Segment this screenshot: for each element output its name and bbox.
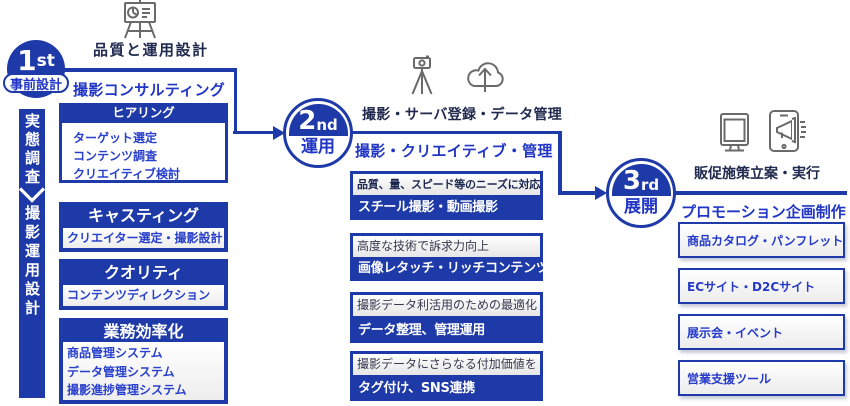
chevron-down-icon [19, 187, 45, 203]
stage2-box-1-label: 品質、量、スピード等のニーズに対応 [353, 174, 540, 195]
hearing-items: ターゲット選定 コンテンツ調査 クリエイティブ検討 [59, 123, 228, 183]
quality-title: クオリティ [103, 263, 184, 282]
stage3-caption: 販促施策立案・実行 [694, 166, 820, 182]
stage2-box-3: 撮影データ利活用のための最適化 データ整理、管理運用 [350, 292, 543, 343]
stage1-badge-number: 1 [17, 44, 37, 77]
arrow-to-stage3 [595, 186, 607, 200]
stage2-box-4-label: 撮影データにさらなる付加価値を [353, 354, 540, 375]
camera-tripod-icon [402, 55, 442, 97]
stage2-heading: 撮影・クリエイティブ・管理 [355, 142, 553, 160]
ribbon-bottom-label: 撮影運用設計 [23, 205, 41, 319]
stage3-heading: プロモーション企画制作 [681, 203, 846, 221]
connector-2-to-3 [558, 191, 600, 195]
stage1-badge-suffix: st [36, 50, 55, 71]
stage2-box-4: 撮影データにさらなる付加価値を タグ付け、SNS連携 [350, 351, 543, 401]
stage3-box-4: 営業支援ツール [678, 360, 845, 396]
stage2-box-2-value: 画像レタッチ・リッチコンテンツ [358, 261, 549, 276]
presentation-board-icon [118, 0, 162, 40]
ribbon-top-label: 実態調査 [23, 113, 41, 187]
quality-line: コンテンツディレクション [67, 288, 211, 302]
stage3-box-2: ECサイト・D2Cサイト [678, 268, 845, 304]
stage2-badge-number: 2 [298, 106, 317, 137]
hearing-item: ターゲット選定 [73, 131, 158, 145]
stage2-badge-name: 運用 [301, 137, 335, 157]
stage1-badge-name: 事前設計 [3, 73, 69, 93]
stage2-box-4-value: タグ付け、SNS連携 [358, 381, 475, 396]
smartphone-megaphone-icon [764, 108, 816, 154]
stage1-caption: 品質と運用設計 [93, 41, 209, 59]
efficiency-title: 業務効率化 [103, 322, 184, 341]
stage2-box-2: 高度な技術で訴求力向上 画像レタッチ・リッチコンテンツ [350, 233, 549, 281]
efficiency-line: データ管理システム [67, 364, 175, 379]
stage3-box-1: 商品カタログ・パンフレット [678, 222, 845, 258]
casting-box: キャスティング クリエイター選定・撮影設計 [59, 202, 228, 252]
stage2-badge-suffix: nd [316, 115, 338, 134]
stage2-box-2-label: 高度な技術で訴求力向上 [353, 236, 540, 257]
stage2-box-3-label: 撮影データ利活用のための最適化 [353, 295, 540, 316]
efficiency-line: 撮影進捗管理システム [67, 383, 187, 397]
stage2-box-1: 品質、量、スピード等のニーズに対応 スチール撮影・動画撮影 [350, 171, 543, 220]
connector-1-horizontal [36, 68, 237, 72]
stage2-box-1-value: スチール撮影・動画撮影 [358, 200, 498, 215]
hearing-box: ヒアリング ターゲット選定 コンテンツ調査 クリエイティブ検討 [59, 103, 228, 183]
stage2-box-3-value: データ整理、管理運用 [358, 323, 486, 338]
stage2-caption: 撮影・サーバ登録・データ管理 [362, 107, 563, 123]
stage3-badge-name: 展開 [624, 197, 658, 217]
hearing-title: ヒアリング [59, 103, 228, 123]
hearing-item: コンテンツ調査 [73, 149, 158, 163]
connector-1-vertical [233, 68, 237, 134]
stage3-box-3: 展示会・イベント [678, 314, 845, 350]
stage3-badge-number: 3 [622, 166, 641, 197]
connector-2-vertical [558, 130, 562, 195]
connector-1-to-2 [233, 130, 277, 134]
efficiency-box: 業務効率化 商品管理システム データ管理システム 撮影進捗管理システム [59, 318, 228, 404]
stage1-heading: 撮影コンサルティング [73, 81, 226, 99]
connector-3-horizontal [660, 191, 847, 195]
efficiency-line: 商品管理システム [67, 346, 163, 360]
casting-line: クリエイター選定・撮影設計 [67, 231, 223, 245]
monitor-icon [714, 112, 754, 154]
casting-title: キャスティング [87, 206, 200, 225]
phase-ribbon: 実態調査 撮影運用設計 [19, 109, 45, 398]
connector-2-horizontal [340, 130, 561, 134]
hearing-item: クリエイティブ検討 [73, 167, 181, 181]
cloud-upload-icon [462, 56, 508, 96]
stage3-badge-suffix: rd [640, 175, 660, 194]
arrow-to-stage2 [273, 125, 285, 140]
quality-box: クオリティ コンテンツディレクション [59, 259, 228, 310]
